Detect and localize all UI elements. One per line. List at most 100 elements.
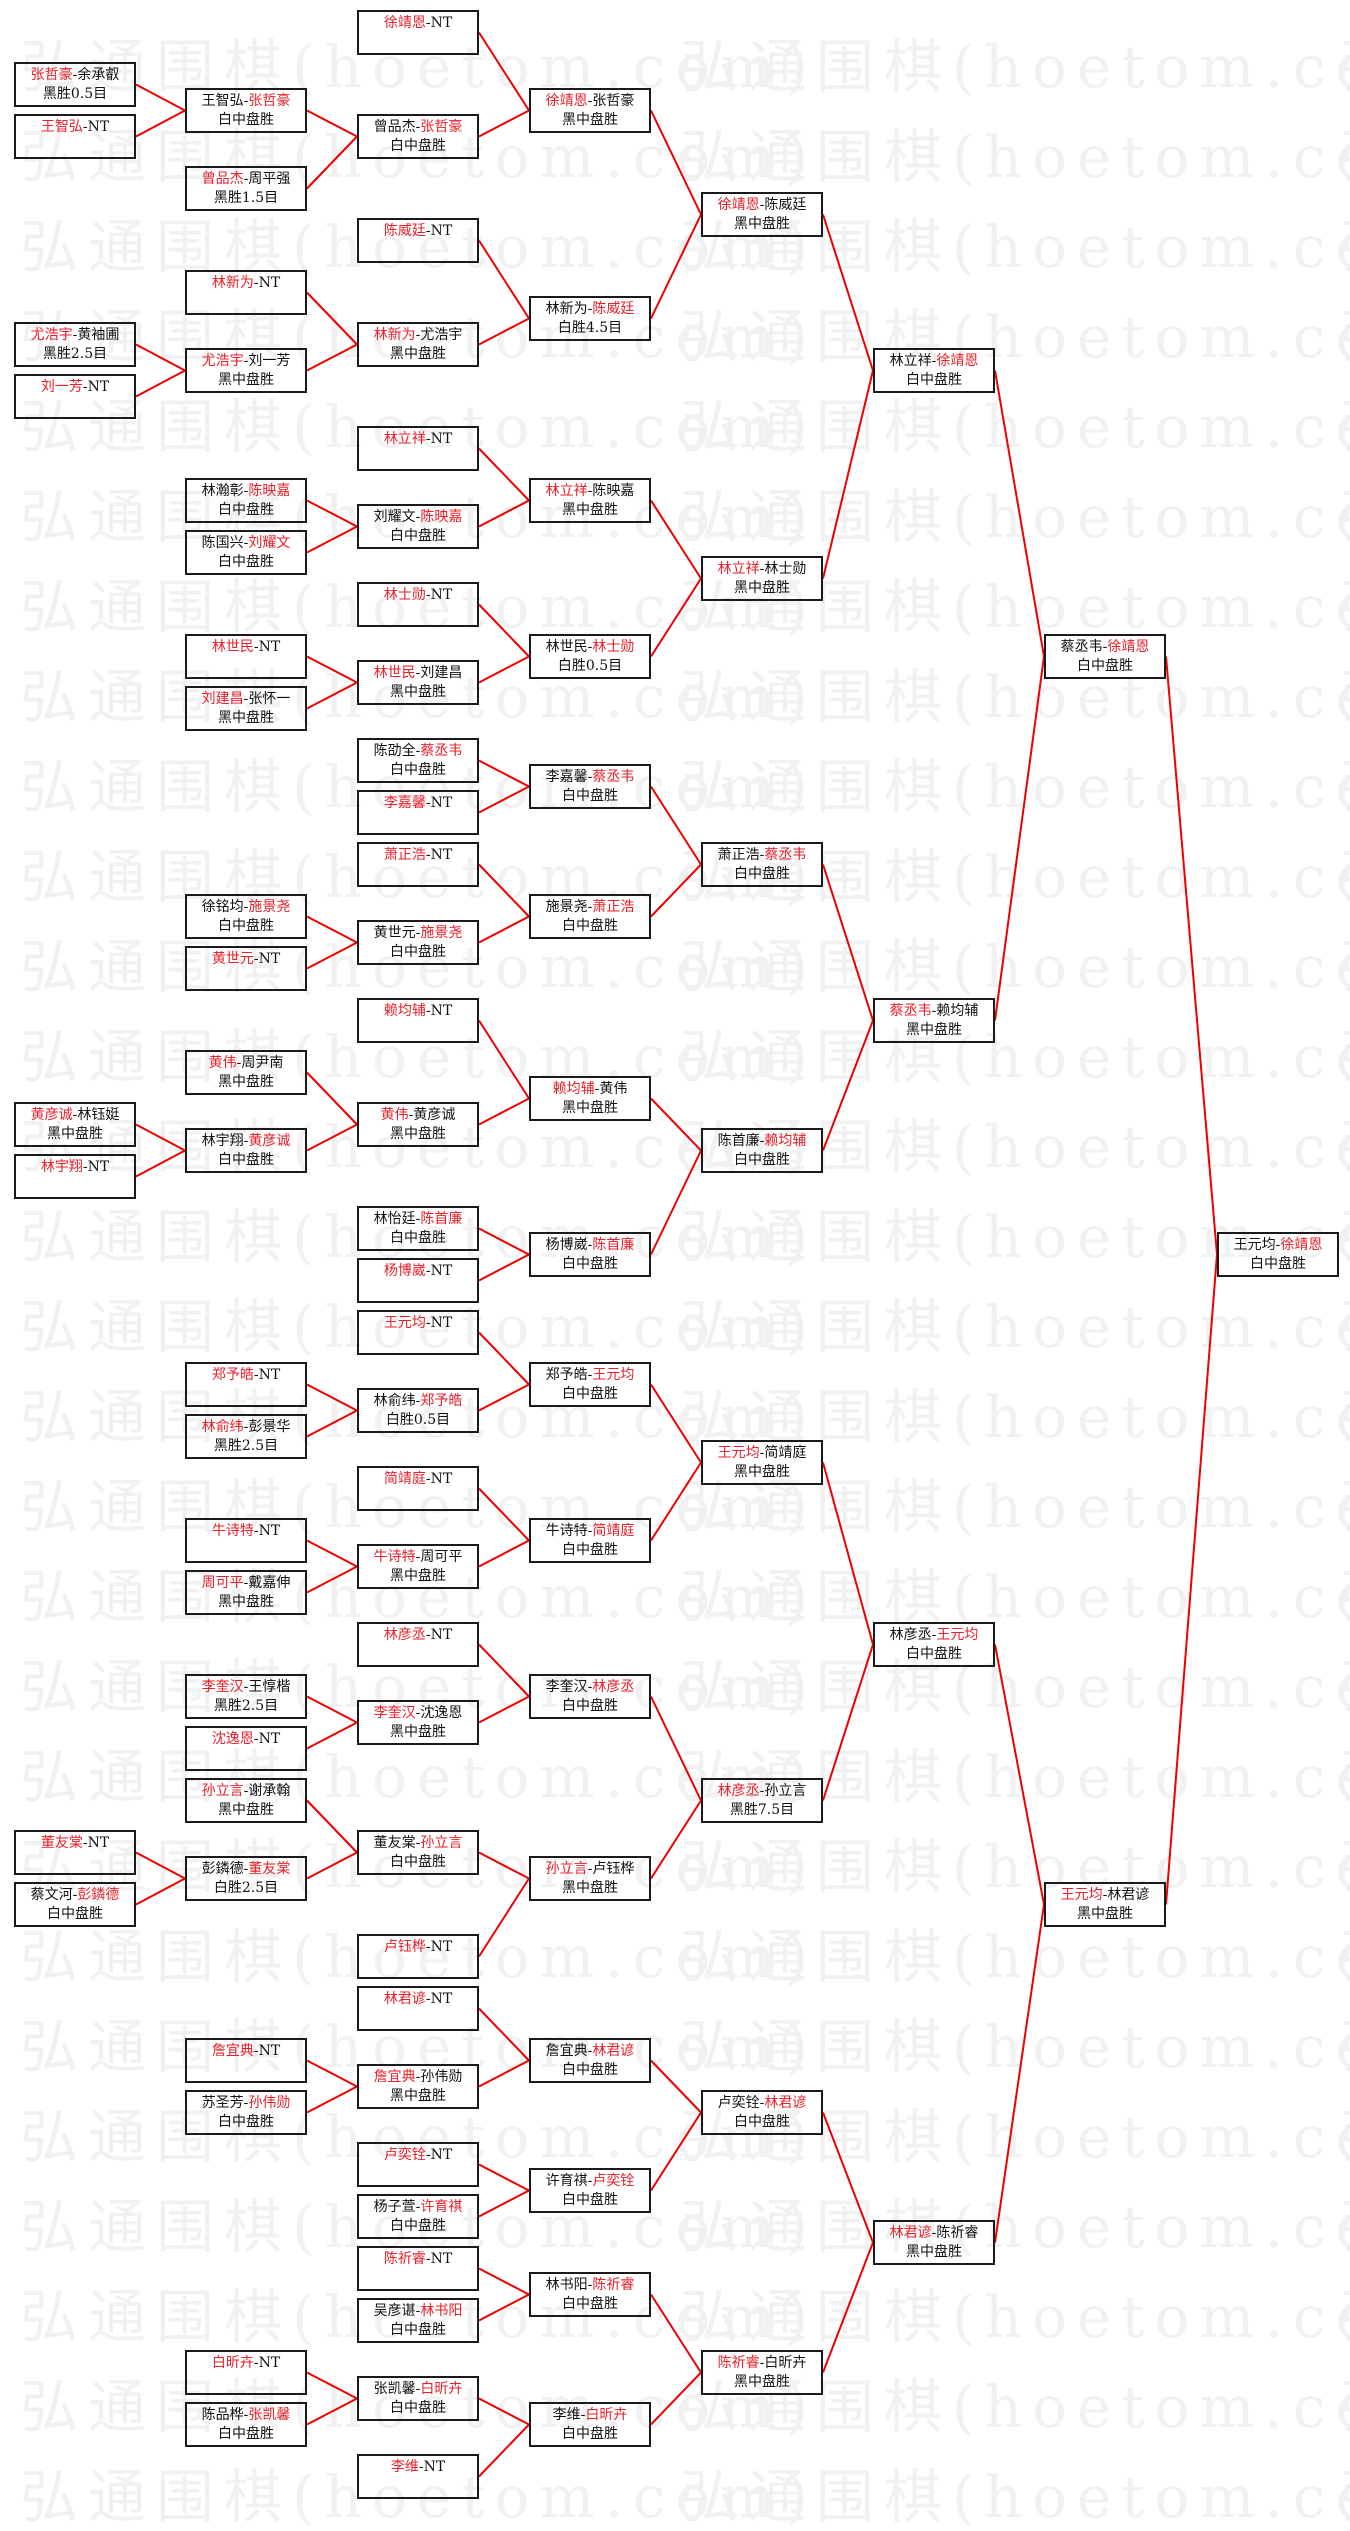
match-box[interactable]: 徐靖恩-NT: [357, 10, 479, 55]
match-box[interactable]: 林新为-尤浩宇黑中盘胜: [357, 322, 479, 367]
match-box[interactable]: 杨博崴-NT: [357, 1258, 479, 1303]
match-box[interactable]: 蔡丞韦-赖均辅黑中盘胜: [873, 998, 995, 1043]
match-box[interactable]: 林世民-刘建昌黑中盘胜: [357, 660, 479, 705]
match-box[interactable]: 李维-白昕卉白中盘胜: [529, 2402, 651, 2447]
match-box[interactable]: 赖均辅-黄伟黑中盘胜: [529, 1076, 651, 1121]
match-box[interactable]: 林君谚-NT: [357, 1986, 479, 2031]
match-box[interactable]: 李嘉馨-蔡丞韦白中盘胜: [529, 764, 651, 809]
match-box[interactable]: 曾品杰-周平强黑胜1.5目: [185, 166, 307, 211]
match-box[interactable]: 陈祈睿-NT: [357, 2246, 479, 2291]
match-box[interactable]: 林书阳-陈祈睿白中盘胜: [529, 2272, 651, 2317]
match-box[interactable]: 李维-NT: [357, 2454, 479, 2499]
match-box[interactable]: 郑予皓-NT: [185, 1362, 307, 1407]
match-box[interactable]: 沈逸恩-NT: [185, 1726, 307, 1771]
match-box[interactable]: 苏圣芳-孙伟勋白中盘胜: [185, 2090, 307, 2135]
match-box[interactable]: 曾品杰-张哲豪白中盘胜: [357, 114, 479, 159]
match-box[interactable]: 萧正浩-NT: [357, 842, 479, 887]
match-box[interactable]: 林世民-NT: [185, 634, 307, 679]
match-box[interactable]: 赖均辅-NT: [357, 998, 479, 1043]
match-box[interactable]: 卢奕铨-林君谚白中盘胜: [701, 2090, 823, 2135]
match-box[interactable]: 刘建昌-张怀一黑中盘胜: [185, 686, 307, 731]
match-box[interactable]: 尤浩宇-黄袖圃黑胜2.5目: [14, 322, 136, 367]
match-box[interactable]: 王元均-简靖庭黑中盘胜: [701, 1440, 823, 1485]
match-box[interactable]: 林宇翔-NT: [14, 1154, 136, 1199]
match-box[interactable]: 徐铭均-施景尧白中盘胜: [185, 894, 307, 939]
match-box[interactable]: 尤浩宇-刘一芳黑中盘胜: [185, 348, 307, 393]
match-box[interactable]: 林新为-NT: [185, 270, 307, 315]
match-box[interactable]: 杨子萱-许育祺白中盘胜: [357, 2194, 479, 2239]
match-box[interactable]: 卢钰桦-NT: [357, 1934, 479, 1979]
match-box[interactable]: 林士勋-NT: [357, 582, 479, 627]
match-box[interactable]: 黄伟-周尹南黑中盘胜: [185, 1050, 307, 1095]
match-box[interactable]: 李嘉馨-NT: [357, 790, 479, 835]
match-box[interactable]: 董友棠-NT: [14, 1830, 136, 1875]
match-box[interactable]: 林立祥-徐靖恩白中盘胜: [873, 348, 995, 393]
match-box[interactable]: 林立祥-林士勋黑中盘胜: [701, 556, 823, 601]
match-box[interactable]: 董友棠-孙立言白中盘胜: [357, 1830, 479, 1875]
match-box[interactable]: 李奎汉-王惇楷黑胜2.5目: [185, 1674, 307, 1719]
match-box[interactable]: 黄伟-黄彦诚黑中盘胜: [357, 1102, 479, 1147]
match-box[interactable]: 李奎汉-沈逸恩黑中盘胜: [357, 1700, 479, 1745]
match-box[interactable]: 林彦丞-孙立言黑胜7.5目: [701, 1778, 823, 1823]
match-box[interactable]: 王智弘-NT: [14, 114, 136, 159]
match-box[interactable]: 李奎汉-林彦丞白中盘胜: [529, 1674, 651, 1719]
connector-line: [478, 499, 530, 528]
match-box[interactable]: 刘一芳-NT: [14, 374, 136, 419]
match-box[interactable]: 陈威廷-NT: [357, 218, 479, 263]
match-box[interactable]: 白昕卉-NT: [185, 2350, 307, 2395]
match-players: 陈祈睿-白昕卉: [703, 2354, 821, 2373]
match-box[interactable]: 王智弘-张哲豪白中盘胜: [185, 88, 307, 133]
match-players: 林俞纬-郑予皓: [359, 1392, 477, 1411]
match-box[interactable]: 王元均-林君谚黑中盘胜: [1044, 1882, 1166, 1927]
match-box[interactable]: 许育祺-卢奕铨白中盘胜: [529, 2168, 651, 2213]
match-box[interactable]: 林俞纬-郑予皓白胜0.5目: [357, 1388, 479, 1433]
match-box[interactable]: 陈品桦-张凯馨白中盘胜: [185, 2402, 307, 2447]
match-box[interactable]: 林立祥-陈映嘉黑中盘胜: [529, 478, 651, 523]
match-box[interactable]: 黄世元-施景尧白中盘胜: [357, 920, 479, 965]
match-box[interactable]: 林宇翔-黄彦诚白中盘胜: [185, 1128, 307, 1173]
match-box[interactable]: 郑予皓-王元均白中盘胜: [529, 1362, 651, 1407]
match-box[interactable]: 施景尧-萧正浩白中盘胜: [529, 894, 651, 939]
match-box[interactable]: 萧正浩-蔡丞韦白中盘胜: [701, 842, 823, 887]
match-box[interactable]: 牛诗特-简靖庭白中盘胜: [529, 1518, 651, 1563]
match-box[interactable]: 林彦丞-王元均白中盘胜: [873, 1622, 995, 1667]
match-box[interactable]: 王元均-NT: [357, 1310, 479, 1355]
final-match-box[interactable]: 王元均-徐靖恩白中盘胜: [1217, 1232, 1339, 1277]
match-box[interactable]: 黄世元-NT: [185, 946, 307, 991]
match-box[interactable]: 牛诗特-周可平黑中盘胜: [357, 1544, 479, 1589]
match-box[interactable]: 孙立言-谢承翰黑中盘胜: [185, 1778, 307, 1823]
match-box[interactable]: 蔡文河-彭鏻德白中盘胜: [14, 1882, 136, 1927]
match-box[interactable]: 牛诗特-NT: [185, 1518, 307, 1563]
match-box[interactable]: 詹宜典-NT: [185, 2038, 307, 2083]
match-box[interactable]: 林彦丞-NT: [357, 1622, 479, 1667]
match-box[interactable]: 蔡丞韦-徐靖恩白中盘胜: [1044, 634, 1166, 679]
match-box[interactable]: 林瀚彰-陈映嘉白中盘胜: [185, 478, 307, 523]
match-box[interactable]: 林新为-陈威廷白胜4.5目: [529, 296, 651, 341]
match-box[interactable]: 张哲豪-余承叡黑胜0.5目: [14, 62, 136, 107]
match-box[interactable]: 简靖庭-NT: [357, 1466, 479, 1511]
match-box[interactable]: 陈首廉-赖均辅白中盘胜: [701, 1128, 823, 1173]
match-box[interactable]: 徐靖恩-张哲豪黑中盘胜: [529, 88, 651, 133]
match-box[interactable]: 林世民-林士勋白胜0.5目: [529, 634, 651, 679]
match-box[interactable]: 彭鏻德-董友棠白胜2.5目: [185, 1856, 307, 1901]
match-box[interactable]: 吴彦谌-林书阳白中盘胜: [357, 2298, 479, 2343]
match-box[interactable]: 陈国兴-刘耀文白中盘胜: [185, 530, 307, 575]
match-box[interactable]: 徐靖恩-陈威廷黑中盘胜: [701, 192, 823, 237]
bye-marker: NT: [87, 119, 110, 135]
match-box[interactable]: 陈祈睿-白昕卉黑中盘胜: [701, 2350, 823, 2395]
match-box[interactable]: 周可平-戴嘉伸黑中盘胜: [185, 1570, 307, 1615]
match-box[interactable]: 刘耀文-陈映嘉白中盘胜: [357, 504, 479, 549]
match-box[interactable]: 卢奕铨-NT: [357, 2142, 479, 2187]
match-box[interactable]: 杨博崴-陈首廉白中盘胜: [529, 1232, 651, 1277]
match-box[interactable]: 陈劭全-蔡丞韦白中盘胜: [357, 738, 479, 783]
match-box[interactable]: 林怡廷-陈首廉白中盘胜: [357, 1206, 479, 1251]
match-box[interactable]: 孙立言-卢钰桦黑中盘胜: [529, 1856, 651, 1901]
match-box[interactable]: 林立祥-NT: [357, 426, 479, 471]
match-box[interactable]: 林君谚-陈祈睿黑中盘胜: [873, 2220, 995, 2265]
match-box[interactable]: 黄彦诚-林钰娗黑中盘胜: [14, 1102, 136, 1147]
match-box[interactable]: 詹宜典-孙伟勋黑中盘胜: [357, 2064, 479, 2109]
match-box[interactable]: 张凯馨-白昕卉白中盘胜: [357, 2376, 479, 2421]
match-box[interactable]: 林俞纬-彭景华黑胜2.5目: [185, 1414, 307, 1459]
match-box[interactable]: 詹宜典-林君谚白中盘胜: [529, 2038, 651, 2083]
winner-name: 蔡丞韦: [764, 847, 807, 863]
